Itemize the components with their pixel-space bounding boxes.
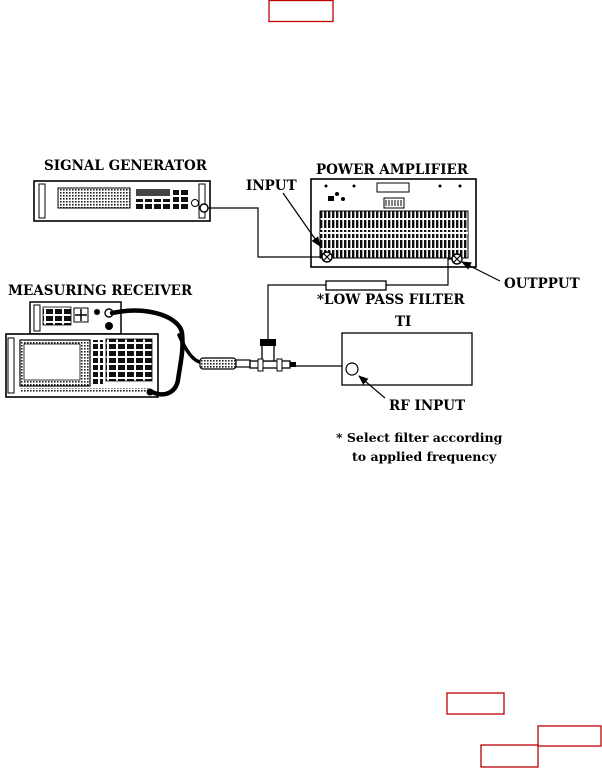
power-amplifier-label: POWER AMPLIFIER xyxy=(316,162,469,178)
filter-note-line-2: to applied frequency xyxy=(352,449,497,464)
bottom-link-box-3[interactable] xyxy=(480,744,539,768)
measuring-receiver-upper-unit xyxy=(29,301,122,335)
filter-to-tee-cable xyxy=(267,284,326,340)
power-amplifier xyxy=(310,178,477,268)
ti-unit xyxy=(341,332,473,386)
amplifier-output-connector xyxy=(451,253,463,265)
measuring-receiver-label: MEASURING RECEIVER xyxy=(8,283,193,299)
amplifier-to-filter-cable xyxy=(386,258,452,286)
signal-generator-to-amplifier-cable xyxy=(208,207,322,258)
low-pass-filter xyxy=(325,280,387,291)
ti-rf-input-port xyxy=(345,362,359,376)
signal-generator-label: SIGNAL GENERATOR xyxy=(44,158,208,174)
receiver-flexible-cable xyxy=(109,308,185,397)
ti-label: TI xyxy=(395,314,411,330)
input-label: INPUT xyxy=(246,178,297,194)
top-link-box[interactable] xyxy=(268,0,334,23)
output-label: OUTPPUT xyxy=(504,276,580,292)
signal-generator-output-port xyxy=(199,203,209,213)
amplifier-input-connector xyxy=(321,251,333,263)
filter-note-line-1: * Select filter according xyxy=(336,430,503,445)
low-pass-filter-label: *LOW PASS FILTER xyxy=(317,292,465,308)
measuring-receiver-analyzer xyxy=(5,333,159,398)
bottom-link-box-2[interactable] xyxy=(537,725,602,747)
rf-input-arrow xyxy=(358,375,386,399)
signal-generator xyxy=(33,180,211,222)
output-arrow xyxy=(461,261,501,282)
input-arrow xyxy=(282,192,321,247)
rf-input-label: RF INPUT xyxy=(389,398,465,414)
bottom-link-box-1[interactable] xyxy=(446,692,505,715)
tee-adapter xyxy=(199,339,296,372)
